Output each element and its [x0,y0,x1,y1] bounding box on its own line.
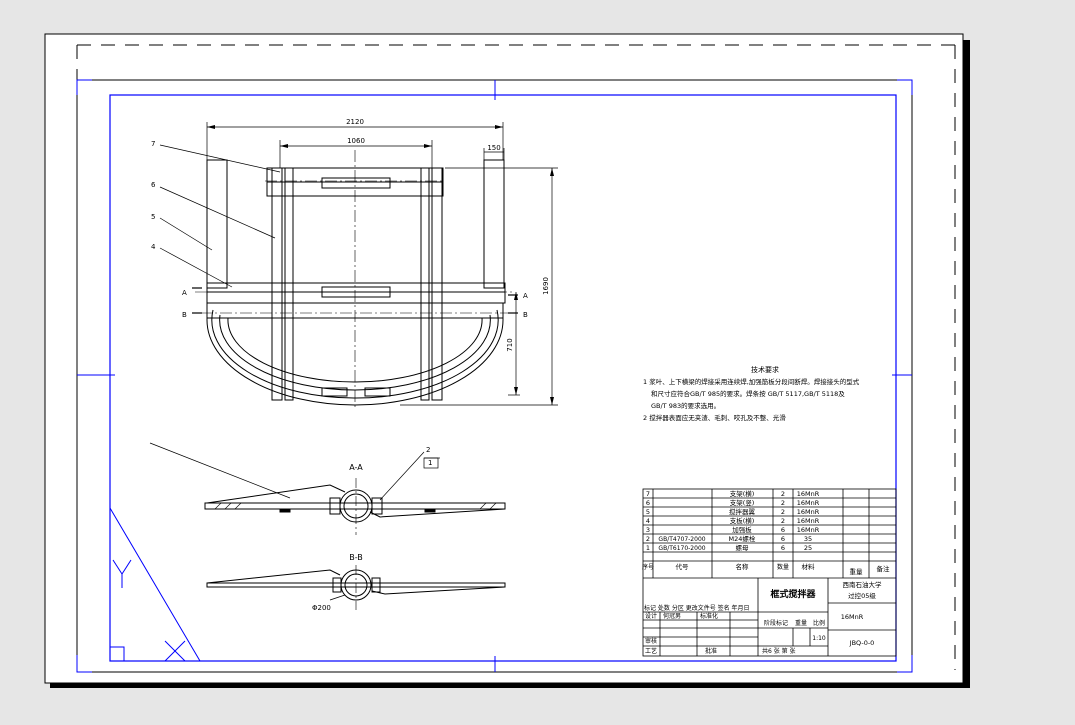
class-name: 过控05级 [848,591,876,600]
part-no: 6 [646,499,650,507]
dim-overall-width: 2120 [346,118,364,126]
ucs-icon [109,507,201,662]
notes-title: 技术要求 [751,365,779,374]
header-weight: 重量 [850,568,864,576]
dim-lower-height: 710 [506,338,514,351]
part-no: 1 [646,544,650,552]
section-aa-view [204,484,506,523]
centering-marks [76,79,913,673]
center-lines [195,150,515,410]
header-remark: 备注 [877,564,891,573]
scale-label: 比例 [813,619,825,627]
balloon-5: 5 [151,213,155,221]
balloon-1: 1 [428,459,432,467]
section-a-left: A [182,289,187,297]
standardize-label: 标准化 [700,612,718,620]
part-name: 支架(横) [730,489,755,498]
dim-total-height: 1690 [542,277,550,295]
stage-label: 阶段标记 [764,619,788,627]
part-no: 5 [646,508,650,516]
section-a-right: A [523,292,528,300]
revision-labels: 标记 处数 分区 更改文件号 签名 年月日 [644,604,750,612]
part-material: 16MnR [797,508,820,516]
part-code: GB/T4707-2000 [658,536,705,543]
part-material: 35 [804,535,812,543]
balloon-1-box [423,457,439,469]
parts-list: 7 支架(横) 2 16MnR 6 支架(竖) 2 16MnR 5 搅拌器翼 2… [642,489,890,576]
header-name: 名称 [736,562,750,571]
approve-label: 批准 [705,647,717,655]
part-qty: 2 [781,499,785,507]
section-aa-title: A-A [349,463,363,472]
part-code: GB/T6170-2000 [658,545,705,552]
dimension-lines [206,122,558,406]
designer-name: 何冠男 [663,612,681,620]
dimension-arrows [207,125,554,405]
part-no: 7 [646,490,650,498]
sheets-label: 共6 张 第 张 [762,647,796,655]
section-b-right: B [523,311,528,319]
dim-inner-width: 1060 [347,137,365,145]
header-code: 代号 [676,562,690,571]
notes-line-3: GB/T 983的要求选用。 [651,401,720,410]
part-qty: 2 [781,490,785,498]
title-block: 框式搅拌器 西南石油大学 过控05级 16MnR JBQ-0-0 标记 处数 分… [644,580,882,655]
section-markers [192,287,518,314]
part-name: 加强板 [732,525,752,534]
leader-lines [149,144,440,501]
paper-sheet [44,33,964,684]
header-no: 序号 [642,563,654,571]
balloon-7: 7 [151,140,155,148]
weight-label: 重量 [795,619,807,627]
part-no: 4 [646,517,650,525]
notes-line-4: 2 搅拌器表面应无夹渣、毛刺、咬孔及不整、光滑 [643,413,786,422]
section-b-left: B [182,311,187,319]
part-material: 16MnR [797,499,820,507]
part-name: 螺母 [736,543,750,552]
part-qty: 6 [781,544,785,552]
header-material: 材料 [802,562,816,571]
drawing-number: JBQ-0-0 [849,639,875,647]
part-qty: 6 [781,526,785,534]
review-label: 审核 [645,637,657,645]
part-no: 3 [646,526,650,534]
pipe-dia-leader [329,594,346,601]
dim-rib-width: 150 [487,144,500,152]
part-name: 搅拌器翼 [729,507,756,516]
parts-table-grid [642,488,897,657]
notes-line-1: 1 浆叶、上下横梁的焊接采用连续焊,加强筋板分段间断焊。焊接接头的型式 [643,377,860,386]
section-aa-hatch [214,502,497,510]
balloon-6: 6 [151,181,156,189]
process-label: 工艺 [645,647,657,655]
design-label: 设计 [645,612,657,620]
part-qty: 6 [781,535,785,543]
part-name: 支板(横) [730,516,755,525]
drawing-frame [109,94,897,662]
notes-line-2: 和尺寸应符合GB/T 985的要求。焊条按 GB/T 5117,GB/T 511… [651,389,845,398]
part-name: M24螺栓 [729,534,756,543]
school-name: 西南石油大学 [843,580,883,589]
header-qty: 数量 [777,563,789,571]
section-bb-title: B-B [349,553,363,562]
part-name: 支架(竖) [730,498,755,507]
part-material: 16MnR [797,526,820,534]
part-material: 25 [804,544,812,552]
scale-value: 1:10 [812,635,826,642]
part-qty: 2 [781,517,785,525]
part-material: 16MnR [797,490,820,498]
part-material: 16MnR [797,517,820,525]
part-no: 2 [646,535,650,543]
pipe-diameter: Φ200 [312,604,331,612]
part-qty: 2 [781,508,785,516]
balloon-4: 4 [151,243,156,251]
material-value: 16MnR [841,613,864,621]
drawing-title: 框式搅拌器 [770,588,816,600]
balloon-2: 2 [426,446,430,454]
